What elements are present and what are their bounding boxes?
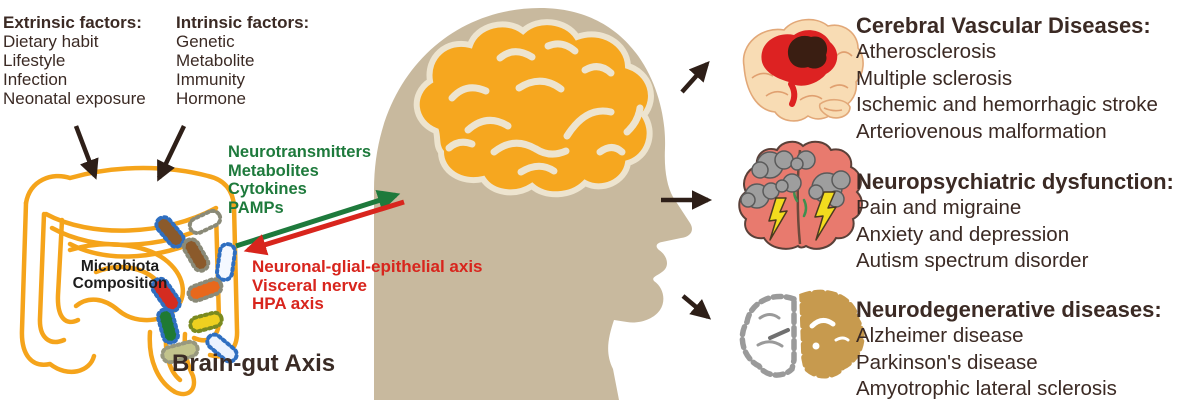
extrinsic-factor-item: Dietary habit (3, 32, 99, 51)
disease-item: Anxiety and depression (856, 222, 1070, 246)
intrinsic-factor-item: Immunity (176, 70, 245, 89)
disease-item: Parkinson's disease (856, 350, 1038, 374)
disease-item: Alzheimer disease (856, 324, 1024, 347)
intrinsic-factors-list: Intrinsic factors: Genetic Metabolite Im… (176, 13, 309, 108)
disease-item: Multiple sclerosis (856, 66, 1013, 90)
signal-item: Neurotransmitters (228, 143, 372, 161)
extrinsic-factors-list: Extrinsic factors: Dietary habit Lifesty… (3, 13, 146, 108)
disease-item: Arteriovenous malformation (856, 119, 1107, 143)
disease-group-title: Neuropsychiatric dysfunction: (856, 169, 1174, 194)
extrinsic-factors-arrow (73, 125, 99, 180)
intrinsic-factor-item: Metabolite (176, 51, 255, 70)
disease-item: Atherosclerosis (856, 40, 997, 63)
vascular-brain-icon (742, 18, 864, 122)
disease-group-title: Cerebral Vascular Diseases: (856, 13, 1151, 38)
disease-group-psychiatric: Neuropsychiatric dysfunction: Pain and m… (856, 168, 1200, 275)
head-to-vascular-arrow (680, 60, 710, 94)
disease-item: Amyotrophic lateral sclerosis (856, 377, 1117, 400)
pathway-item: Visceral nerve (252, 275, 367, 295)
bacterium-yellow (188, 310, 224, 334)
bacterium-blue-white-2 (205, 332, 239, 364)
bacterium-red (150, 276, 182, 314)
intrinsic-factors-title: Intrinsic factors: (176, 13, 310, 32)
signal-item: Cytokines (228, 180, 307, 198)
bacterium-brown-2 (181, 237, 211, 273)
extrinsic-factors-title: Extrinsic factors: (3, 13, 142, 32)
disease-item: Autism spectrum disorder (856, 249, 1089, 272)
lesion-region-dark (787, 35, 828, 69)
bacteria-cluster (150, 208, 239, 365)
brain-to-gut-pathways-list: Neuronal-glial-epithelial axis Visceral … (252, 257, 483, 314)
atrophied-hemisphere-gray (739, 293, 797, 378)
microbiota-composition-label: Microbiota Composition (72, 258, 168, 292)
bacterium-green (156, 307, 180, 345)
extrinsic-factor-item: Infection (3, 70, 68, 89)
bacterium-brown (154, 215, 186, 249)
signal-item: PAMPs (228, 198, 284, 217)
intrinsic-factors-arrow (156, 125, 187, 182)
neurodegenerative-brain-icon (739, 289, 865, 379)
extrinsic-factor-item: Lifestyle (3, 51, 66, 70)
disease-group-vascular: Cerebral Vascular Diseases: Atherosclero… (856, 12, 1200, 145)
bacterium-olive (160, 339, 200, 365)
disease-item: Ischemic and hemorrhagic stroke (856, 93, 1158, 116)
disease-item: Pain and migraine (856, 196, 1022, 219)
brain-to-gut-arrow (243, 199, 405, 256)
psychiatric-brain-icon (738, 140, 863, 250)
intrinsic-factor-item: Genetic (176, 32, 235, 51)
bacterium-white (187, 208, 223, 236)
head-to-neurodegenerative-arrow (681, 294, 712, 320)
storm-clouds (740, 150, 851, 209)
axis-caption: Brain-gut Axis (172, 350, 336, 377)
hemisphere-gold (799, 289, 865, 379)
pathway-item: HPA axis (252, 294, 324, 313)
disease-group-title: Neurodegenerative diseases: (856, 297, 1162, 322)
gut-to-brain-signals-list: Neurotransmitters Metabolites Cytokines … (228, 143, 371, 217)
extrinsic-factor-item: Neonatal exposure (3, 89, 146, 108)
lightning-bolt-icons (768, 191, 837, 241)
intrinsic-factor-item: Hormone (176, 89, 246, 108)
brain-gyri-lines (445, 40, 644, 176)
pathway-item: Neuronal-glial-epithelial axis (252, 257, 483, 276)
bacterium-blue-white (215, 242, 237, 282)
signal-item: Metabolites (228, 161, 319, 180)
bacterium-orange (186, 277, 224, 303)
disease-group-neurodegenerative: Neurodegenerative diseases: Alzheimer di… (856, 296, 1200, 400)
brain-illustration (413, 19, 654, 198)
